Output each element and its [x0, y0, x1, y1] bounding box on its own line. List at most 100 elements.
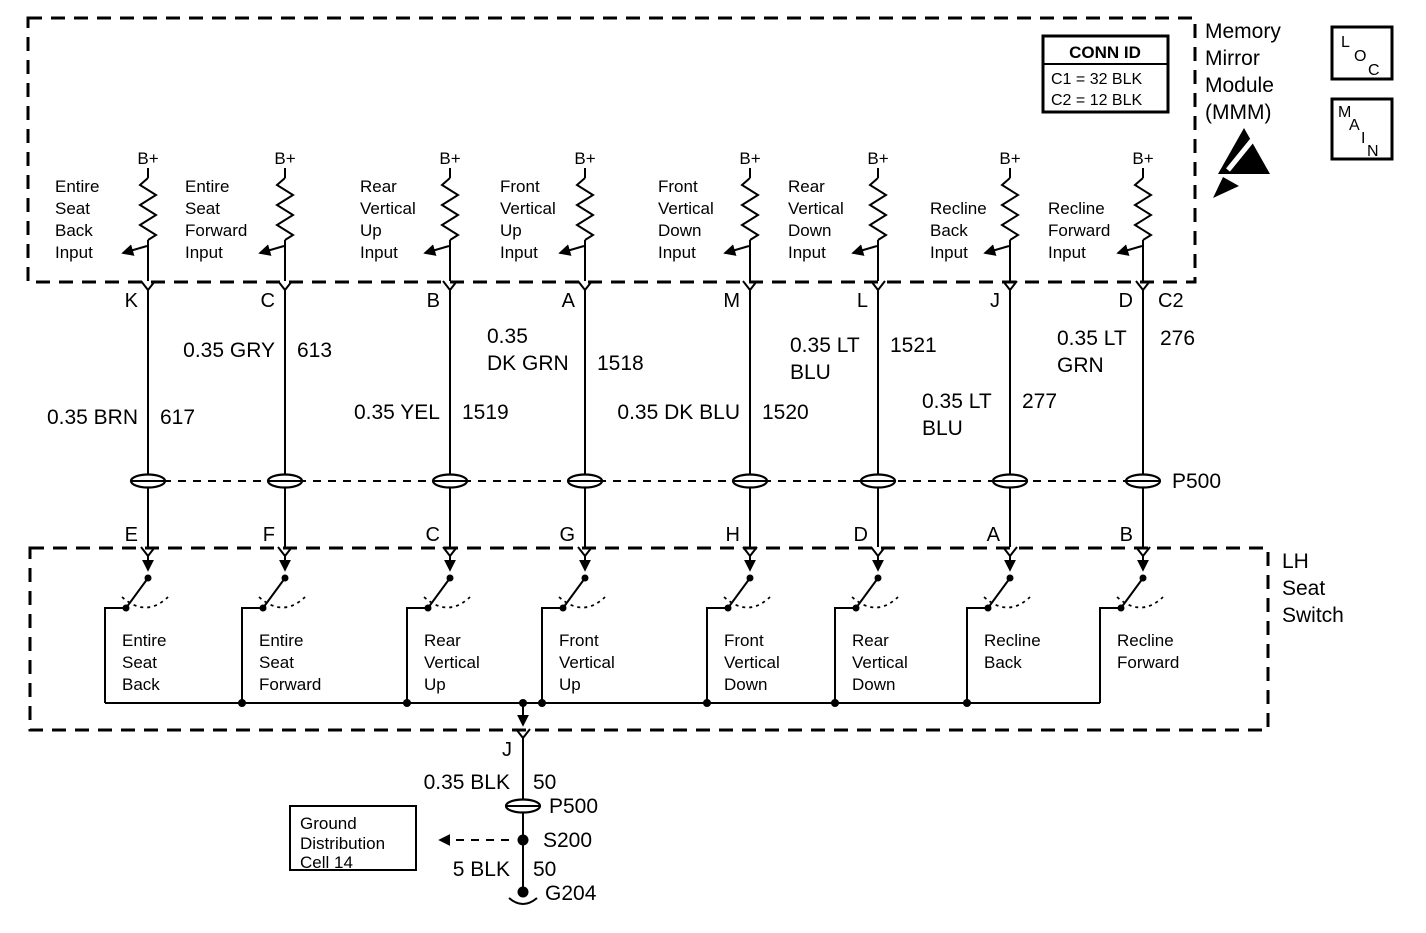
module-connector-id-label: C2: [1158, 290, 1184, 312]
input-direction-arrow: [983, 244, 1010, 256]
bplus-label: B+: [1132, 149, 1153, 168]
switch-function-label: Front Vertical Down: [724, 631, 784, 694]
circuit-column-front-vertical-down: B+ Front Vertical Down Input M 0.35 DK B…: [617, 149, 808, 694]
junction-dots: [122, 574, 1147, 707]
p500-row-label: P500: [1172, 470, 1221, 493]
ground-wire2-color-label: 5 BLK: [453, 858, 510, 881]
splice-dot: [517, 834, 529, 846]
ground-symbol-arc: [508, 897, 538, 905]
circuit-number-label: 1520: [762, 401, 809, 424]
p500-connector-row: P500: [129, 470, 1221, 493]
bplus-label: B+: [137, 149, 158, 168]
bplus-label: B+: [274, 149, 295, 168]
module-connector-chevrons: [140, 280, 1151, 292]
circuit-column-recline-forward: B+ Recline Forward Input D 0.35 LT GRN 2…: [1048, 149, 1195, 672]
ground-distribution-box: Ground Distribution Cell 14: [289, 805, 417, 872]
conn-id-row-c1: C1 = 32 BLK: [1051, 71, 1143, 88]
loc-button[interactable]: L O C: [1330, 25, 1394, 81]
module-title: Memory Mirror Module (MMM): [1205, 20, 1287, 124]
module-pin-label: A: [562, 290, 576, 312]
conn-id-table-border: [1041, 34, 1170, 114]
switch-pin-label: F: [263, 524, 275, 546]
esd-hand-stripe: [1226, 136, 1256, 172]
ground-wire2-circuit-label: 50: [533, 858, 556, 881]
circuit-column-entire-seat-back: B+ Entire Seat Back Input K 0.35 BRN 617…: [47, 149, 195, 694]
lh-seat-switch-box: [28, 546, 1270, 732]
memory-mirror-module-box: [26, 16, 1197, 284]
wire-color-label: 0.35 DK BLU: [617, 401, 740, 424]
conn-id-title: CONN ID: [1069, 43, 1141, 62]
ground-pin-label: J: [502, 739, 512, 761]
switch-function-label: Recline Back: [984, 631, 1045, 672]
switch-function-label: Front Vertical Up: [559, 631, 619, 694]
circuit-number-label: 1519: [462, 401, 509, 424]
conn-id-table: CONN ID C1 = 32 BLK C2 = 12 BLK: [1041, 34, 1170, 114]
module-pin-label: D: [1119, 290, 1133, 312]
circuit-column-recline-back: B+ Recline Back Input J 0.35 LT BLU 277 …: [922, 149, 1057, 672]
input-direction-arrow: [723, 244, 750, 256]
wire-color-label: 0.35 BRN: [47, 406, 138, 429]
main-button-border[interactable]: [1330, 97, 1394, 161]
bplus-label: B+: [439, 149, 460, 168]
input-label: Entire Seat Back Input: [55, 177, 104, 262]
circuit-column-rear-vertical-down: B+ Rear Vertical Down Input L 0.35 LT BL…: [788, 149, 937, 694]
input-direction-arrow: [121, 244, 148, 256]
module-pin-label: J: [990, 290, 1000, 312]
switch-pin-label: G: [559, 524, 575, 546]
circuit-number-label: 277: [1022, 390, 1057, 413]
wire-color-label: 0.35 YEL: [354, 401, 440, 424]
circuit-number-label: 1521: [890, 334, 937, 357]
bplus-label: B+: [739, 149, 760, 168]
p500-bottom-label: P500: [549, 795, 598, 818]
loc-button-border[interactable]: [1330, 25, 1394, 81]
ground-id-label: G204: [545, 882, 597, 905]
circuit-column-rear-vertical-up: B+ Rear Vertical Up Input B 0.35 YEL 151…: [354, 149, 509, 694]
module-pin-label: C: [261, 290, 275, 312]
input-label: Front Vertical Down Input: [658, 177, 718, 262]
switch-travel-arcs: [121, 596, 1164, 609]
switch-pin-label: D: [854, 524, 868, 546]
resistor-symbols: [138, 177, 1153, 241]
input-label: Recline Back Input: [930, 199, 991, 262]
seat-switch-title: LH Seat Switch: [1282, 550, 1344, 627]
bplus-label: B+: [574, 149, 595, 168]
input-direction-arrow: [423, 244, 450, 256]
input-direction-arrow: [1116, 244, 1143, 256]
input-label: Entire Seat Forward Input: [185, 177, 252, 262]
switch-function-label: Entire Seat Forward: [259, 631, 321, 694]
switch-blades: [125, 577, 1144, 609]
esd-arrow: [1213, 177, 1239, 198]
module-pin-label: L: [857, 290, 868, 312]
module-pin-label: B: [427, 290, 440, 312]
ground-drop-wire: [515, 728, 531, 889]
switch-pin-label: B: [1120, 524, 1133, 546]
switch-pin-label: H: [726, 524, 740, 546]
splice-label: S200: [543, 829, 592, 852]
switch-function-label: Rear Vertical Down: [852, 631, 912, 694]
wire-color-label: 0.35 LT BLU: [790, 334, 865, 384]
ground-wire-color-label: 0.35 BLK: [424, 771, 510, 794]
main-button-label[interactable]: M A I N: [1338, 104, 1379, 160]
switch-pin-label: E: [125, 524, 138, 546]
switch-pin-label: C: [426, 524, 440, 546]
circuit-column-front-vertical-up: B+ Front Vertical Up Input A 0.35 DK GRN…: [487, 149, 644, 694]
conn-id-row-c2: C2 = 12 BLK: [1051, 92, 1143, 109]
wire-color-label: 0.35 LT GRN: [1057, 327, 1132, 377]
wire-color-label: 0.35 GRY: [183, 339, 275, 362]
ground-distribution-label: Ground Distribution Cell 14: [300, 814, 390, 872]
ground-distribution-border: [289, 805, 417, 871]
loc-button-label[interactable]: L O C: [1341, 34, 1380, 79]
bplus-label: B+: [999, 149, 1020, 168]
input-direction-arrow: [851, 244, 878, 256]
input-label: Recline Forward Input: [1048, 199, 1115, 262]
switch-function-label: Recline Forward: [1117, 631, 1179, 672]
switch-output-runs: [104, 607, 1121, 703]
switch-pin-label: A: [987, 524, 1001, 546]
ground-path: J 0.35 BLK 50 P500 S200 5 BLK 50 G204 Gr…: [289, 739, 598, 905]
circuit-number-label: 1518: [597, 352, 644, 375]
main-button[interactable]: M A I N: [1330, 97, 1394, 161]
esd-sensitive-icon: [1213, 128, 1270, 198]
bplus-label: B+: [867, 149, 888, 168]
